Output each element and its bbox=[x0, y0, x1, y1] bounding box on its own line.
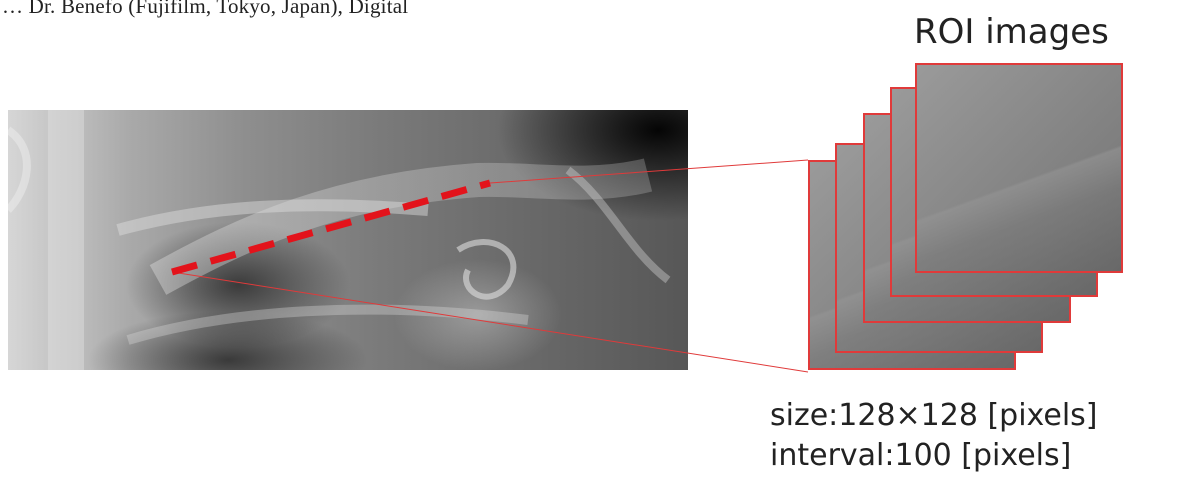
connector-line-top bbox=[490, 160, 808, 183]
dashed-roi-path bbox=[172, 183, 490, 272]
roi-image-1 bbox=[915, 63, 1123, 273]
connector-line-bottom bbox=[172, 272, 808, 372]
roi-interval-text: interval:100 [pixels] bbox=[770, 438, 1071, 473]
roi-images-label: ROI images bbox=[914, 12, 1109, 52]
roi-size-text: size:128×128 [pixels] bbox=[770, 398, 1098, 433]
